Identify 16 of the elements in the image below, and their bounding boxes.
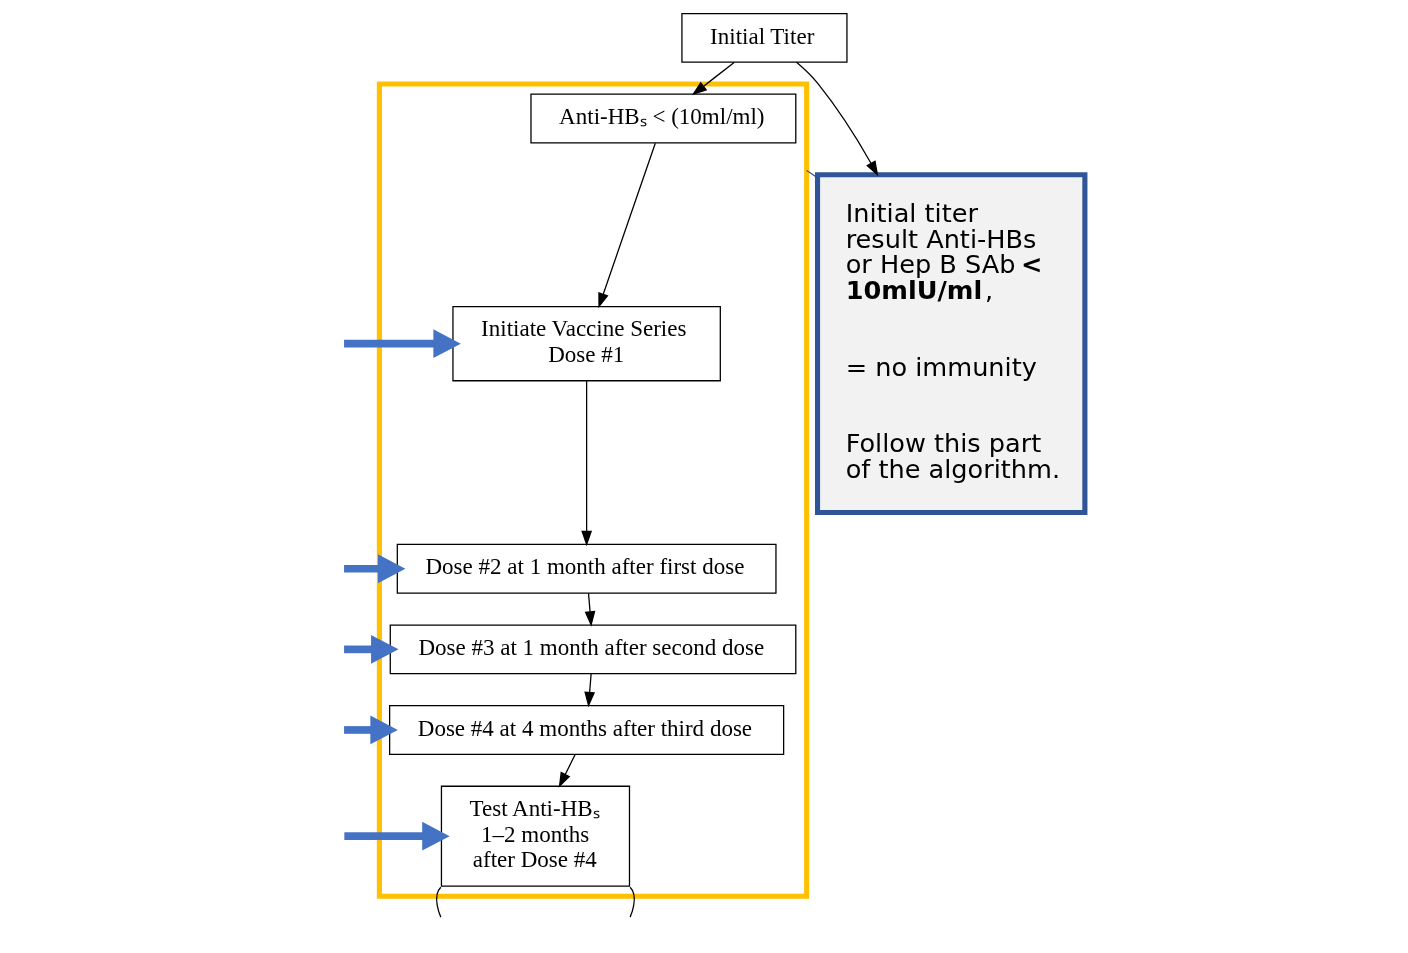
node-box: Dose #3 at 1 month after second dose (389, 624, 797, 675)
node-box: Test Anti-HBₛ 1–2 months after Dose #4 (440, 785, 631, 887)
connector (806, 169, 818, 179)
connector (436, 886, 442, 918)
node-box: Initiate Vaccine Series Dose #1 (452, 305, 721, 382)
node-box: Initial titer result Anti-HBs or Hep B SAb < 10mlU/ml, = no immunity Follow this part of the algorithm. (814, 172, 1088, 516)
node-box: Anti-HBₛ < (10ml/ml) (530, 93, 797, 144)
node-box: Dose #2 at 1 month after first dose (396, 543, 777, 594)
arrow (558, 754, 576, 788)
arrow (598, 142, 656, 309)
node-box: Dose #4 at 4 months after third dose (389, 705, 785, 755)
connector (629, 886, 635, 918)
node-box: Initial Titer (681, 12, 848, 63)
arrow (584, 592, 596, 627)
arrow (581, 380, 592, 547)
arrow (584, 673, 595, 708)
